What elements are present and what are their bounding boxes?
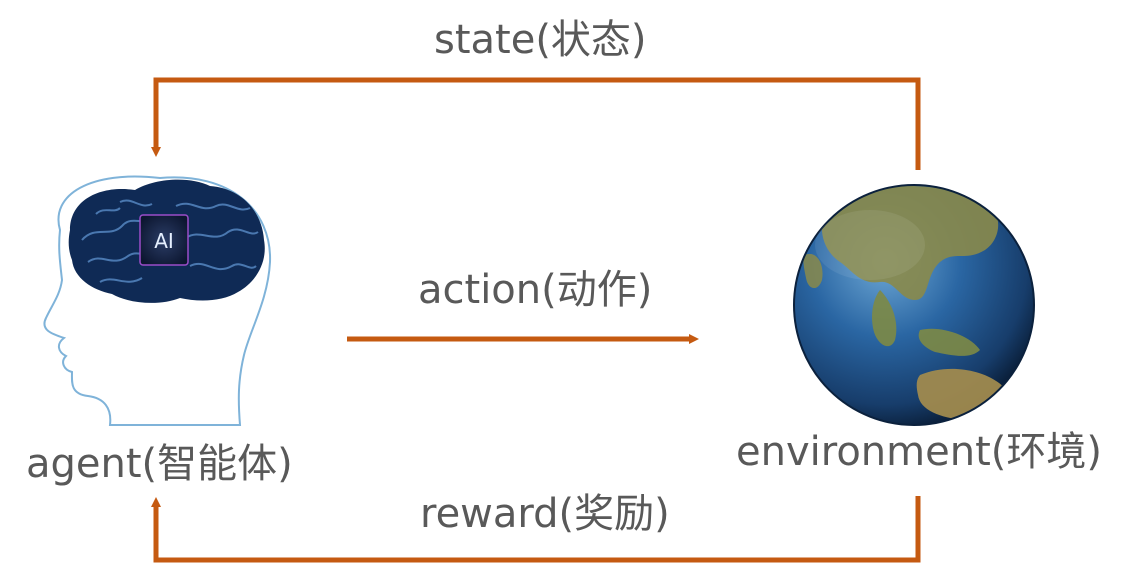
ai-chip — [139, 214, 189, 266]
ai-chip-label: AI — [154, 229, 174, 253]
reward-arrow — [151, 496, 921, 563]
state-label: state(状态) — [434, 17, 647, 63]
environment-label: environment(环境) — [736, 429, 1102, 475]
brain-folds — [81, 199, 259, 283]
action-label: action(动作) — [418, 267, 653, 313]
agent-label: agent(智能体) — [26, 441, 293, 487]
reward-label: reward(奖励) — [420, 491, 670, 537]
ai-brain-head-icon: AI — [43, 175, 272, 426]
earth-globe-icon — [793, 184, 1035, 426]
state-arrow — [151, 77, 921, 170]
